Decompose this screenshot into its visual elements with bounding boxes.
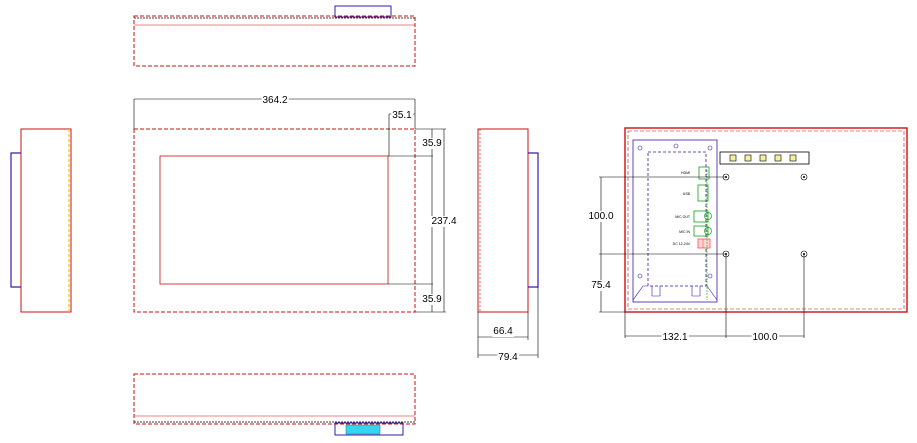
right-side-outline — [477, 128, 529, 313]
back-view-outline — [624, 127, 908, 313]
depth-outer-label: 79.4 — [498, 352, 518, 363]
mic-in-port — [693, 225, 709, 237]
port-label-dc: DC 12-24V — [673, 242, 691, 246]
io-panel-screw-icon — [707, 145, 713, 151]
right-side-view: 66.4 79.4 — [477, 128, 539, 363]
top-offset-label: 35.9 — [422, 138, 442, 149]
bottom-offset-label: 35.9 — [422, 294, 442, 305]
label-background — [391, 110, 414, 121]
mic-out-port — [693, 210, 709, 223]
mic-out-jack-icon — [704, 212, 712, 220]
connector-pin — [744, 154, 752, 162]
front-view: 364.2 35.1 35.9 237.4 35.9 — [133, 95, 458, 313]
connector-pin — [729, 154, 737, 162]
label-background — [587, 211, 615, 222]
front-view-outline — [133, 128, 416, 313]
connector-strip — [719, 151, 810, 165]
label-background — [590, 280, 613, 291]
right-side-mount — [528, 152, 539, 288]
label-background — [497, 352, 520, 363]
vertical-hole-spacing-label: 100.0 — [588, 211, 613, 222]
label-background — [661, 332, 689, 343]
io-panel-screw-icon — [637, 273, 643, 279]
top-view-mount-tab — [334, 5, 392, 18]
bottom-view-mount-tab — [334, 422, 404, 436]
front-view-screen — [159, 155, 389, 285]
hdmi-port — [698, 166, 710, 180]
width-dimension-label: 364.2 — [262, 95, 287, 106]
connector-pin — [759, 154, 767, 162]
connector-pin — [789, 154, 797, 162]
io-panel-foot-right — [691, 286, 701, 297]
port-label-mic-in: MIC IN — [679, 230, 690, 234]
left-side-outline — [20, 128, 72, 313]
bottom-hole-offset-label: 75.4 — [591, 280, 611, 291]
bottom-view — [133, 373, 416, 436]
label-background — [751, 332, 779, 343]
left-side-mount — [10, 152, 21, 288]
top-view — [133, 5, 416, 67]
io-panel-inner — [647, 151, 707, 287]
usb-port — [697, 184, 709, 202]
dc-power-port — [697, 238, 711, 249]
bottom-view-cable — [345, 424, 381, 435]
left-hole-offset-label: 132.1 — [662, 332, 687, 343]
label-background — [430, 216, 458, 227]
mounting-hole-icon — [800, 173, 808, 181]
label-background — [421, 138, 444, 149]
io-panel-screw-icon — [637, 145, 643, 151]
bottom-view-outline — [133, 373, 416, 425]
connector-pin — [774, 154, 782, 162]
port-label-usb: USB — [683, 192, 691, 196]
horizontal-hole-spacing-label: 100.0 — [752, 332, 777, 343]
io-panel-screw-icon — [673, 143, 679, 149]
io-panel-screw-icon — [707, 273, 713, 279]
label-background — [421, 294, 444, 305]
left-side-view — [10, 128, 72, 313]
io-panel-foot-left — [651, 286, 661, 297]
io-panel-bracket — [632, 285, 648, 301]
mic-in-jack-icon — [704, 227, 712, 235]
label-background — [492, 326, 515, 337]
label-background — [261, 95, 289, 106]
port-label-mic-out: MIC OUT — [675, 215, 691, 219]
top-view-outline — [133, 15, 416, 67]
io-panel-outer — [632, 139, 718, 303]
back-view: HDMI USB MIC OUT MIC IN DC 12-24V — [587, 127, 908, 343]
port-label-hdmi: HDMI — [681, 171, 690, 175]
io-panel-bracket-right — [706, 285, 718, 301]
height-dimension-label: 237.4 — [431, 216, 456, 227]
depth-inner-label: 66.4 — [493, 326, 513, 337]
back-view-inner-outline — [627, 130, 905, 310]
screen-margin-label: 35.1 — [392, 110, 412, 121]
